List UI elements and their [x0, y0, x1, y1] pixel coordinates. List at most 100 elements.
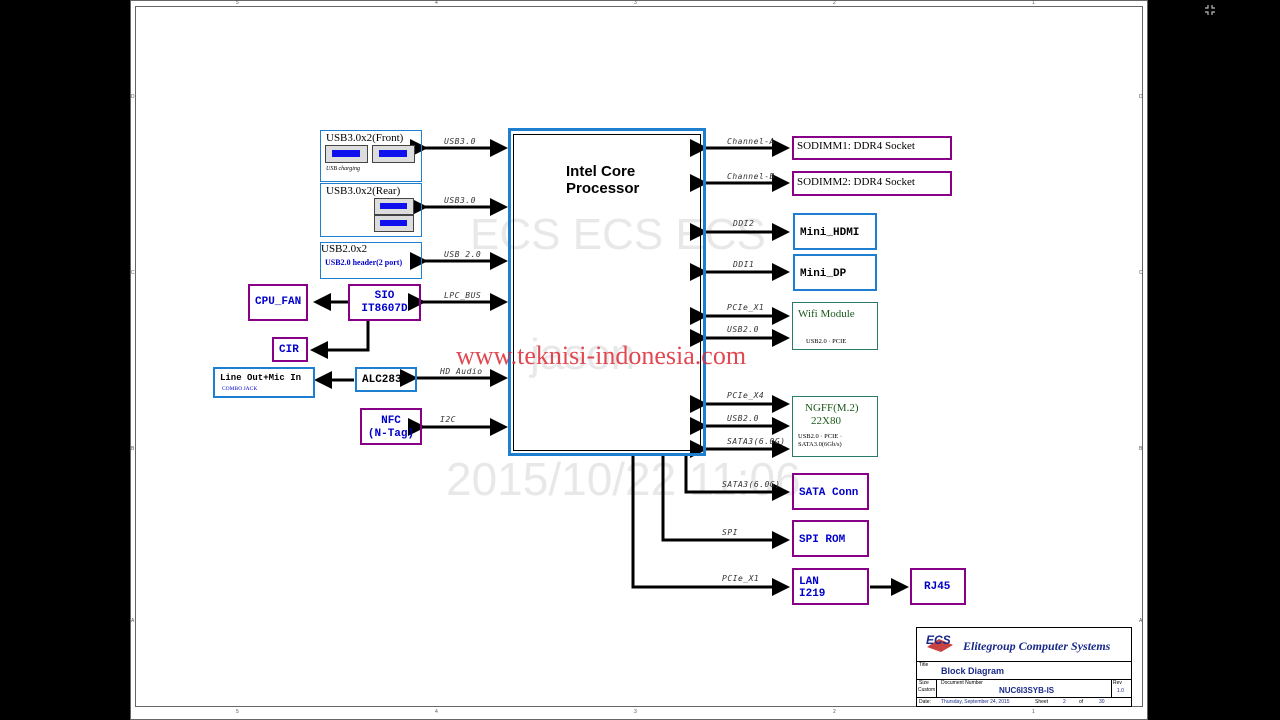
watermark-jason: jason: [530, 330, 636, 379]
title-label: Title: [919, 662, 929, 668]
zone-left-A: A: [131, 618, 135, 624]
lan-line1: LAN: [799, 576, 819, 588]
usb3-front-sub: USB charging: [326, 166, 360, 172]
sheet-label: Sheet: [1035, 699, 1049, 705]
signal-ddi2: DDI2: [733, 219, 755, 228]
watermark-date: 2015/10/22 11:06: [446, 453, 801, 505]
zone-left-D: D: [131, 94, 135, 100]
usb2-title: USB2.0x2: [321, 243, 368, 255]
custom-label: Custom: [918, 687, 936, 693]
lan-line2: I219: [799, 588, 826, 600]
zone-top-2: 2: [833, 0, 836, 6]
usb-port-icon: [372, 145, 415, 163]
company-row: ECS Elitegroup Computer Systems: [917, 628, 1131, 662]
zone-top-1: 1: [1032, 0, 1035, 6]
cir-label: CIR: [279, 344, 299, 356]
doc-number: NUC6I3SYB-IS: [999, 686, 1055, 695]
rj45-label: RJ45: [924, 581, 951, 593]
signal-lpc: LPC_BUS: [444, 291, 482, 300]
signal-pcie-x1-wifi: PCIe_X1: [727, 303, 765, 312]
signal-usb3-front: USB3.0: [444, 137, 476, 146]
zone-bottom-4: 4: [435, 709, 438, 715]
fullscreen-exit-icon[interactable]: [1204, 3, 1216, 15]
sata-conn-label: SATA Conn: [799, 487, 859, 499]
of-value: 30: [1099, 699, 1105, 705]
ecs-logo: ECS: [925, 633, 955, 653]
date-label: Date:: [919, 699, 931, 705]
doc-divider-2: [1111, 680, 1112, 698]
usb3-front-box: USB3.0x2(Front) USB charging: [320, 130, 422, 182]
cir-box: CIR: [272, 337, 308, 362]
cpu-fan-box: CPU_FAN: [248, 284, 308, 321]
zone-bottom-3: 3: [634, 709, 637, 715]
cpu-title-line2: Processor: [566, 180, 640, 197]
cpu-block: Intel Core Processor: [508, 128, 706, 456]
nfc-line2: (N-Tag): [367, 428, 415, 440]
alc283-label: ALC283: [362, 374, 402, 386]
ngff-sub1: USB2.0 · PCIE ·: [798, 433, 843, 440]
cpu-inner-border: Intel Core Processor: [513, 134, 701, 451]
mini-hdmi-box: Mini_HDMI: [793, 213, 877, 250]
zone-bottom-2: 2: [833, 709, 836, 715]
zone-top-3: 3: [634, 0, 637, 6]
signal-channel-a: Channel-A: [727, 137, 775, 146]
zone-right-C: C: [1139, 270, 1143, 276]
sio-line1: SIO: [374, 290, 395, 302]
signal-spi: SPI: [722, 528, 738, 537]
zone-bottom-1: 1: [1032, 709, 1035, 715]
signal-channel-b: Channel-B: [727, 172, 775, 181]
doc-divider-1: [936, 680, 937, 698]
wifi-module-box: Wifi Module USB2.0 · PCIE: [792, 302, 878, 350]
title-row: Title Block Diagram: [917, 662, 1131, 680]
sodimm2-label: SODIMM2: DDR4 Socket: [797, 176, 915, 188]
cpu-title-line1: Intel Core: [566, 163, 636, 180]
signal-ddi1: DDI1: [733, 260, 755, 269]
rev-label: Rev: [1113, 680, 1122, 686]
signal-usb3-rear: USB3.0: [444, 196, 476, 205]
spi-rom-label: SPI ROM: [799, 534, 846, 546]
wifi-module-label: Wifi Module: [798, 308, 855, 320]
sodimm1-label: SODIMM1: DDR4 Socket: [797, 140, 915, 152]
inner-frame: [135, 6, 1143, 707]
usb3-front-title: USB3.0x2(Front): [326, 132, 404, 144]
signal-hd-audio: HD Audio: [440, 367, 483, 376]
sata-conn-box: SATA Conn: [792, 473, 869, 510]
signal-pcie-x1-lan: PCIe_X1: [722, 574, 760, 583]
lineout-box: Line Out+Mic In COMBO JACK: [213, 367, 315, 398]
alc283-box: ALC283: [355, 367, 417, 392]
usb3-rear-title: USB3.0x2(Rear): [326, 185, 401, 197]
ngff-sub2: SATA3.0(6Gb/s): [798, 441, 842, 448]
zone-top-4: 4: [435, 0, 438, 6]
lan-box: LAN I219: [792, 568, 869, 605]
rev-value: 1.0: [1117, 688, 1124, 694]
date-value: Thursday, September 24, 2015: [941, 699, 1010, 705]
signal-sata3: SATA3(6.0G): [722, 480, 781, 489]
schematic-sheet: 5 4 3 2 1 5 4 3 2 1 D C B A D C B A ECS …: [130, 0, 1148, 720]
of-label: of: [1079, 699, 1084, 705]
zone-right-D: D: [1139, 94, 1143, 100]
usb2-sub: USB2.0 header(2 port): [325, 258, 403, 267]
sio-line2: IT8607D: [361, 303, 408, 315]
date-row: Date: Thursday, September 24, 2015 Sheet…: [917, 698, 1131, 707]
usb-port-icon: [325, 145, 368, 163]
signal-usb20-ngff: USB2.0: [727, 414, 759, 423]
nfc-line1: NFC: [381, 415, 401, 427]
wifi-module-sub: USB2.0 · PCIE: [806, 338, 847, 345]
ngff-line1: NGFF(M.2): [805, 402, 859, 414]
mini-dp-box: Mini_DP: [793, 254, 877, 291]
signal-pcie-x4: PCIe_X4: [727, 391, 765, 400]
rj45-box: RJ45: [910, 568, 966, 605]
title-value: Block Diagram: [941, 666, 1005, 676]
signal-i2c: I2C: [440, 415, 456, 424]
ngff-line2: 22X80: [811, 415, 841, 427]
size-label: Size: [919, 680, 929, 686]
doc-row: Size Custom Document Number NUC6I3SYB-IS…: [917, 680, 1131, 698]
zone-top-5: 5: [236, 0, 239, 6]
zone-bottom-5: 5: [236, 709, 239, 715]
signal-sata3-ngff: SATA3(6.0G): [727, 437, 786, 446]
usb-port-icon: [374, 198, 414, 215]
cpu-fan-label: CPU_FAN: [255, 296, 302, 308]
nfc-box: NFC (N-Tag): [360, 408, 422, 445]
lineout-sub: COMBO JACK: [222, 386, 258, 392]
usb2-box: USB2.0x2 USB2.0 header(2 port): [320, 242, 422, 279]
